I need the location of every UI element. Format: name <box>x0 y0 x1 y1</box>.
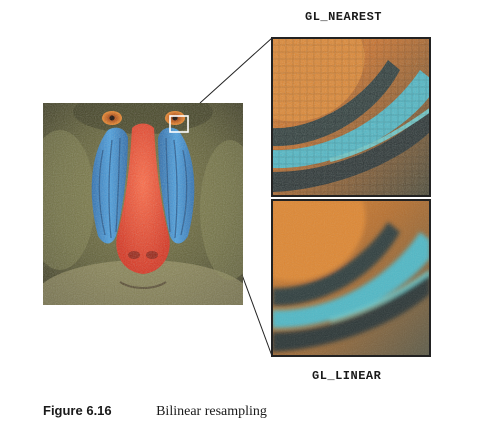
nearest-zoom-panel <box>272 38 430 196</box>
baboon-photo <box>43 103 243 305</box>
figure-caption: Figure 6.16 Bilinear resampling <box>43 400 267 420</box>
linear-panel-label: GL_LINEAR <box>312 369 382 383</box>
linear-zoom-frame <box>271 199 431 357</box>
caption-text: Bilinear resampling <box>156 404 267 419</box>
connector-line-top <box>199 37 273 104</box>
nearest-zoom-frame <box>271 37 431 197</box>
linear-zoom-panel <box>272 200 430 356</box>
caption-number: Figure 6.16 <box>43 403 112 418</box>
nearest-panel-label: GL_NEAREST <box>305 10 383 24</box>
sample-region-box <box>169 115 189 133</box>
